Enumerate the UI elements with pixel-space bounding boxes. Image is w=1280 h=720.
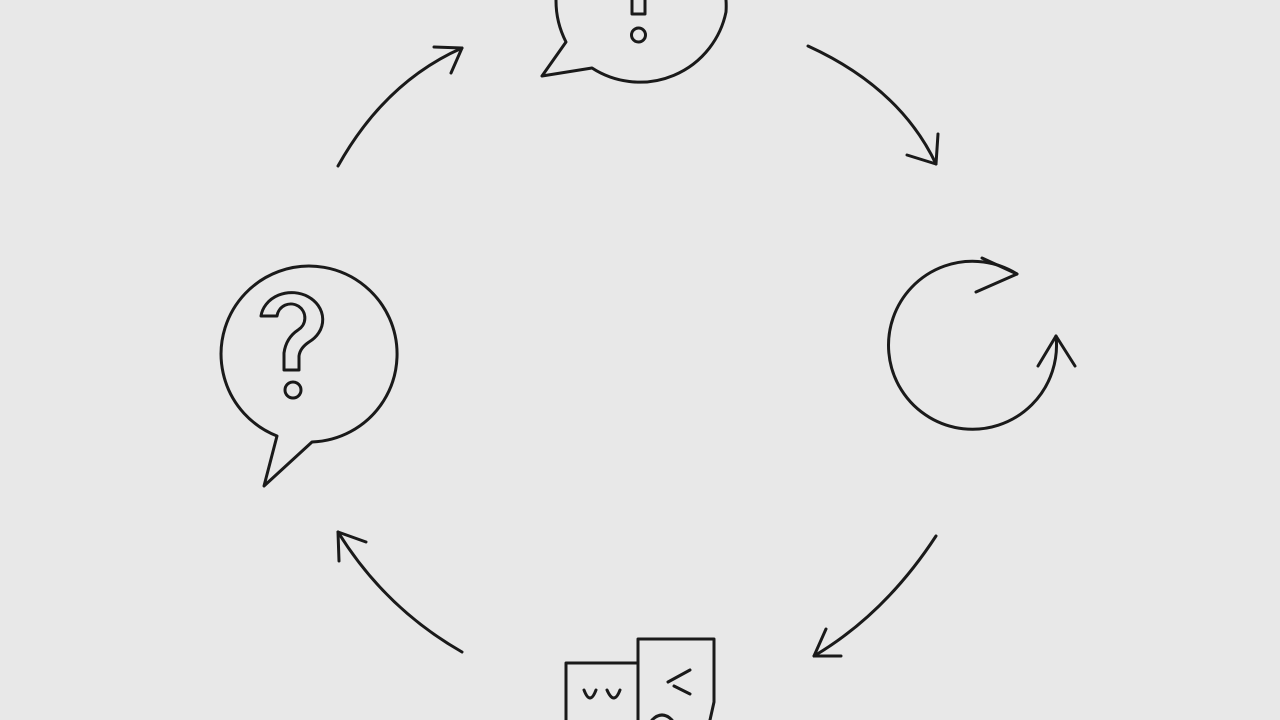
- exclamation-speech-bubble-icon: [540, 0, 728, 84]
- theater-masks-icon: [564, 637, 716, 720]
- arrow-left-to-top: [336, 45, 464, 168]
- question-speech-bubble-icon: [219, 264, 399, 488]
- arrow-right-to-bottom: [812, 534, 938, 658]
- question-mark: [259, 291, 325, 400]
- arrow-bottom-to-left: [336, 530, 464, 654]
- exclamation-mark: [630, 0, 647, 44]
- arrow-top-to-right: [806, 44, 940, 166]
- circular-refresh-arrow-icon: [887, 256, 1077, 431]
